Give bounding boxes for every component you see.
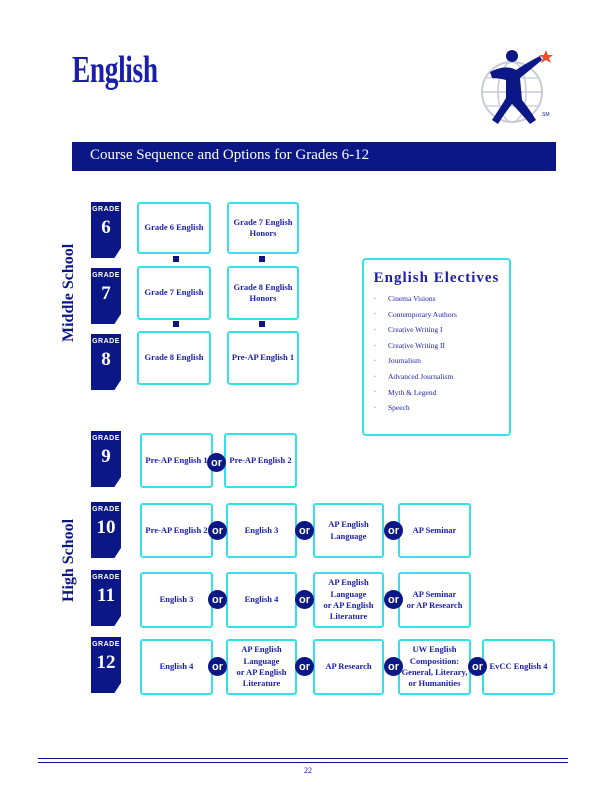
or-connector: or: [208, 521, 227, 540]
course-box: AP English Language or AP English Litera…: [313, 572, 384, 628]
grade-word: GRADE: [92, 641, 120, 648]
sequence-connector: [259, 321, 265, 327]
sequence-connector: [173, 321, 179, 327]
or-connector: or: [384, 590, 403, 609]
electives-panel: English Electives ▫Cinema Visions ▫Conte…: [362, 258, 511, 436]
course-box: Pre-AP English 1: [140, 433, 213, 488]
course-box: Grade 7 English Honors: [227, 202, 299, 254]
course-box: Pre-AP English 2: [140, 503, 213, 558]
course-box: English 4: [226, 572, 297, 628]
elective-item: ▫Advanced Journalism: [374, 371, 454, 381]
grade-badge-12: GRADE 12: [91, 637, 121, 693]
elective-item: ▫Speech: [374, 403, 410, 413]
course-box: Grade 6 English: [137, 202, 211, 254]
grade-number: 8: [101, 349, 111, 370]
course-box: English 3: [226, 503, 297, 558]
grade-word: GRADE: [92, 206, 120, 213]
grade-number: 11: [97, 585, 115, 606]
grade-number: 10: [96, 517, 116, 538]
elective-item: ▫Cinema Visions: [374, 294, 436, 303]
course-box: Grade 8 English Honors: [227, 266, 299, 320]
elective-item: ▫Creative Writing II: [374, 340, 446, 350]
electives-list: ▫Cinema Visions ▫Contemporary Authors ▫C…: [374, 294, 457, 419]
grade-badge-6: GRADE 6: [91, 202, 121, 258]
grade-badge-9: GRADE 9: [91, 431, 121, 487]
course-box: Pre-AP English 1: [227, 331, 299, 385]
or-connector: or: [295, 657, 314, 676]
logo-icon: SM: [481, 50, 553, 124]
grade-number: 9: [101, 446, 111, 467]
sequence-connector: [259, 256, 265, 262]
or-connector: or: [208, 657, 227, 676]
middle-school-label: Middle School: [60, 243, 77, 342]
course-box: Grade 7 English: [137, 266, 211, 320]
course-box: AP Research: [313, 639, 384, 695]
grade-word: GRADE: [92, 338, 120, 345]
course-box: AP Seminar: [398, 503, 471, 558]
course-box: English 3: [140, 572, 213, 628]
course-box: AP English Language or AP English Litera…: [226, 639, 297, 695]
grade-badge-11: GRADE 11: [91, 570, 121, 626]
grade-number: 6: [101, 217, 111, 238]
footer-rule: [38, 758, 568, 759]
grade-word: GRADE: [92, 506, 120, 513]
electives-title: English Electives: [373, 270, 500, 286]
svg-text:SM: SM: [542, 112, 550, 118]
grade-word: GRADE: [92, 435, 120, 442]
course-box: EvCC English 4: [482, 639, 555, 695]
course-box: English 4: [140, 639, 213, 695]
or-connector: or: [384, 657, 403, 676]
footer-rule: [38, 762, 568, 763]
sequence-connector: [173, 256, 179, 262]
page-title: English: [72, 49, 158, 91]
page-number: 22: [304, 766, 312, 775]
grade-badge-10: GRADE 10: [91, 502, 121, 558]
grade-number: 7: [101, 283, 111, 304]
grade-word: GRADE: [92, 272, 120, 279]
course-box: AP Seminar or AP Research: [398, 572, 471, 628]
elective-item: ▫Creative Writing I: [374, 325, 443, 335]
or-connector: or: [207, 453, 226, 472]
grade-number: 12: [96, 652, 116, 673]
course-box: UW English Composition: General, Literar…: [398, 639, 471, 695]
course-box: Grade 8 English: [137, 331, 211, 385]
elective-item: ▫Myth & Legend: [374, 387, 437, 397]
course-box: AP English Language: [313, 503, 384, 558]
grade-badge-7: GRADE 7: [91, 268, 121, 324]
banner-text: Course Sequence and Options for Grades 6…: [90, 147, 370, 163]
or-connector: or: [384, 521, 403, 540]
or-connector: or: [468, 657, 487, 676]
course-box: Pre-AP English 2: [224, 433, 297, 488]
elective-item: ▫Contemporary Authors: [374, 309, 457, 319]
or-connector: or: [295, 590, 314, 609]
or-connector: or: [208, 590, 227, 609]
grade-badge-8: GRADE 8: [91, 334, 121, 390]
or-connector: or: [295, 521, 314, 540]
section-banner: Course Sequence and Options for Grades 6…: [72, 142, 556, 171]
elective-item: ▫Journalism: [374, 356, 421, 366]
grade-word: GRADE: [92, 574, 120, 581]
high-school-label: High School: [60, 518, 77, 602]
